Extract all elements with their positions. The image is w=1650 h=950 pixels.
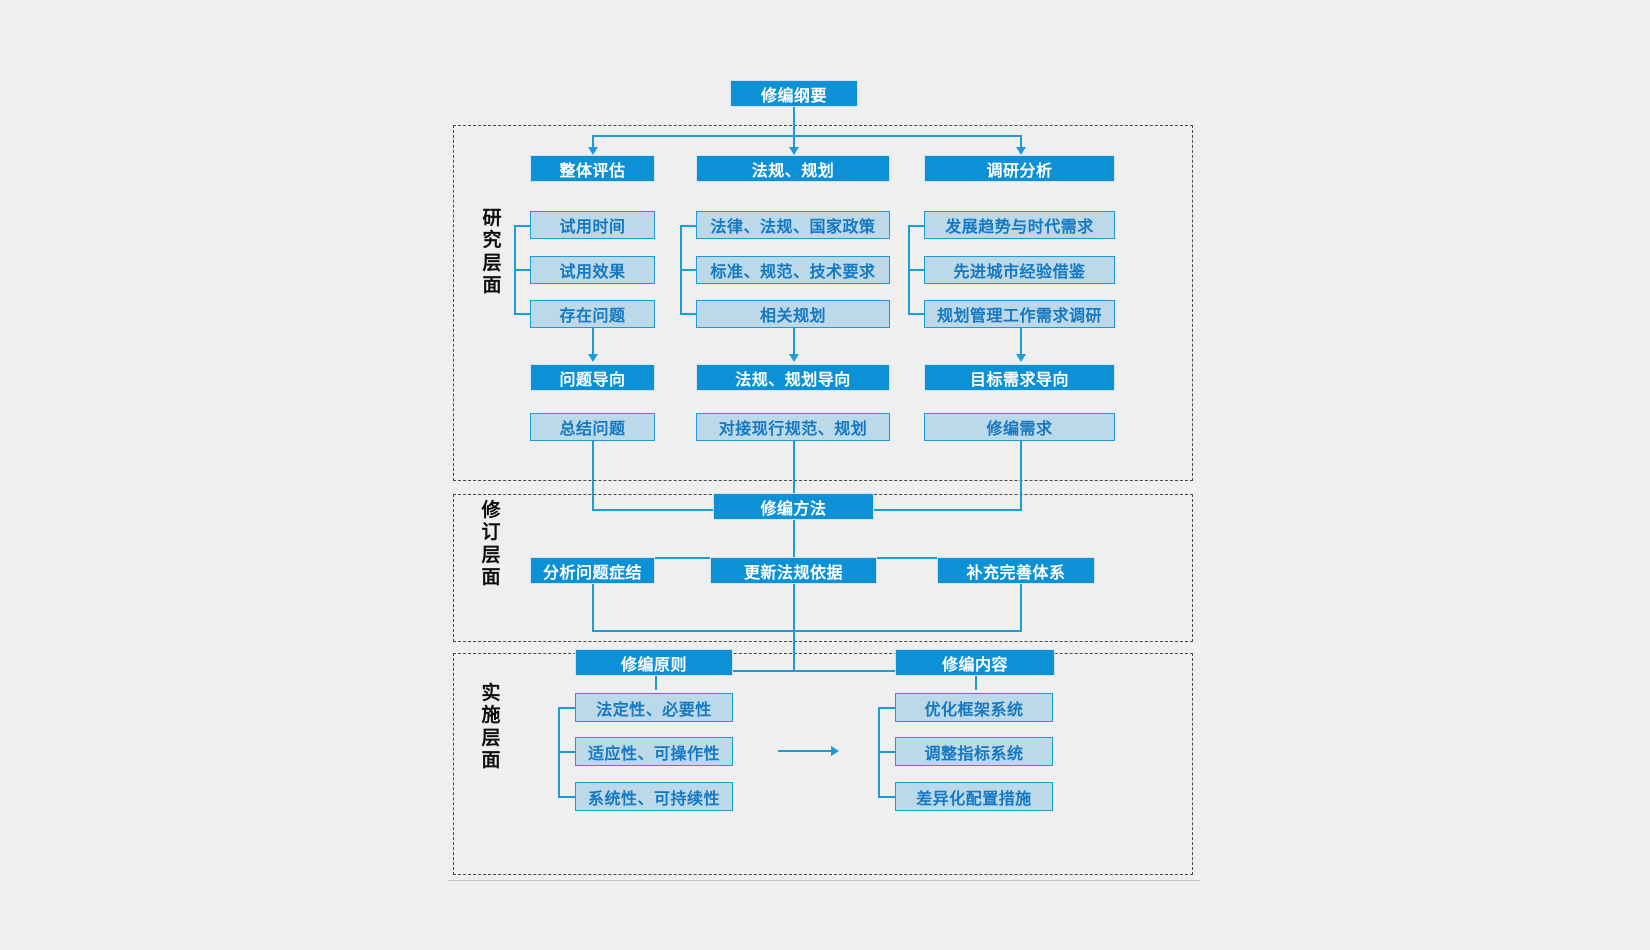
node-revision-item-1[interactable]: 更新法规依据 bbox=[710, 557, 877, 584]
arrowhead-col1 bbox=[588, 147, 598, 155]
node-research-col2-head[interactable]: 法规、规划 bbox=[696, 155, 890, 182]
bracket-impl-group1-stub-1 bbox=[878, 751, 896, 753]
layer-label-research-char-2: 层 bbox=[482, 252, 502, 274]
node-revision-item-2[interactable]: 补充完善体系 bbox=[937, 557, 1095, 584]
layer-label-research-char-0: 研 bbox=[482, 208, 502, 229]
layer-label-revision: 修 订 层 面 bbox=[480, 500, 502, 590]
layer-label-implementation-char-2: 层 bbox=[481, 727, 501, 749]
connector-rev-merge-bus bbox=[592, 630, 1022, 632]
connector-revision-stem bbox=[793, 520, 795, 557]
node-impl-group1-head[interactable]: 修编内容 bbox=[895, 649, 1055, 676]
bracket-col2-stub-2 bbox=[680, 313, 697, 315]
node-research-col3-item-2[interactable]: 规划管理工作需求调研 bbox=[924, 300, 1115, 328]
layer-label-revision-char-1: 订 bbox=[481, 522, 501, 544]
connector-impl-bus bbox=[655, 670, 977, 672]
bracket-col3-stub-0 bbox=[908, 225, 925, 227]
connector-col3-to-orientation bbox=[1020, 328, 1022, 356]
connector-impl-between-groups bbox=[778, 750, 833, 752]
connector-rev2-down bbox=[1020, 584, 1022, 632]
node-revision-head[interactable]: 修编方法 bbox=[713, 493, 874, 520]
node-research-col1-item-1[interactable]: 试用效果 bbox=[530, 256, 655, 284]
node-impl-group1-item-2[interactable]: 差异化配置措施 bbox=[895, 782, 1053, 811]
node-research-col1-orientation[interactable]: 问题导向 bbox=[530, 364, 655, 391]
connector-result1-down bbox=[592, 441, 594, 490]
arrowhead-impl-between-groups bbox=[831, 746, 839, 756]
connector-drop-col3 bbox=[1020, 135, 1022, 149]
bracket-impl-group0-stub-1 bbox=[558, 751, 576, 753]
layer-label-research-char-1: 究 bbox=[482, 230, 502, 252]
connector-title-stem bbox=[793, 107, 795, 135]
layer-container-implementation bbox=[453, 653, 1193, 875]
node-research-col1-item-2[interactable]: 存在问题 bbox=[530, 300, 655, 328]
node-research-col2-orientation[interactable]: 法规、规划导向 bbox=[696, 364, 890, 391]
layer-label-revision-char-0: 修 bbox=[481, 500, 501, 521]
connector-result1-merge bbox=[592, 490, 594, 511]
bottom-rule bbox=[448, 880, 1200, 881]
node-research-col2-result[interactable]: 对接现行规范、规划 bbox=[696, 413, 890, 441]
arrowhead-col3-orientation bbox=[1016, 354, 1026, 362]
layer-label-research-char-3: 面 bbox=[482, 275, 502, 297]
connector-title-bus bbox=[592, 135, 1021, 137]
connector-rev0-down bbox=[592, 584, 594, 632]
layer-label-research: 研 究 层 面 bbox=[481, 208, 503, 298]
node-research-col1-head[interactable]: 整体评估 bbox=[530, 155, 655, 182]
node-impl-group1-item-1[interactable]: 调整指标系统 bbox=[895, 737, 1053, 766]
layer-label-revision-char-2: 层 bbox=[481, 544, 501, 566]
node-research-col3-orientation[interactable]: 目标需求导向 bbox=[924, 364, 1115, 391]
node-research-col1-result[interactable]: 总结问题 bbox=[530, 413, 655, 441]
node-research-col2-item-1[interactable]: 标准、规范、技术要求 bbox=[696, 256, 890, 284]
layer-label-revision-char-3: 面 bbox=[481, 567, 501, 589]
connector-drop-col1 bbox=[592, 135, 594, 149]
bracket-col1-stub-2 bbox=[514, 313, 531, 315]
bracket-col3-stub-2 bbox=[908, 313, 925, 315]
node-impl-group0-head[interactable]: 修编原则 bbox=[575, 649, 733, 676]
bracket-col3-stub-1 bbox=[908, 269, 925, 271]
arrowhead-col1-orientation bbox=[588, 354, 598, 362]
connector-result2-down bbox=[793, 441, 795, 493]
layer-label-implementation-char-0: 实 bbox=[481, 683, 501, 704]
bracket-impl-group1-stub-0 bbox=[878, 707, 896, 709]
node-title-outline[interactable]: 修编纲要 bbox=[730, 80, 858, 107]
arrowhead-col2-orientation bbox=[789, 354, 799, 362]
connector-col1-to-orientation bbox=[592, 328, 594, 356]
arrowhead-col2 bbox=[789, 147, 799, 155]
node-research-col2-item-0[interactable]: 法律、法规、国家政策 bbox=[696, 211, 890, 239]
bracket-col2-stub-1 bbox=[680, 269, 697, 271]
node-research-col3-item-0[interactable]: 发展趋势与时代需求 bbox=[924, 211, 1115, 239]
connector-result3-merge bbox=[1020, 490, 1022, 511]
node-impl-group0-item-1[interactable]: 适应性、可操作性 bbox=[575, 737, 733, 766]
connector-result3-down bbox=[1020, 441, 1022, 490]
connector-drop-col2 bbox=[793, 135, 795, 149]
bracket-col1-stub-0 bbox=[514, 225, 531, 227]
connector-impl-drop-right bbox=[975, 670, 977, 690]
node-impl-group0-item-2[interactable]: 系统性、可持续性 bbox=[575, 782, 733, 811]
connector-rev1-down bbox=[793, 584, 795, 631]
layer-label-implementation-char-1: 施 bbox=[481, 705, 501, 727]
bracket-impl-group1-stub-2 bbox=[878, 796, 896, 798]
node-research-col3-head[interactable]: 调研分析 bbox=[924, 155, 1115, 182]
node-impl-group0-item-0[interactable]: 法定性、必要性 bbox=[575, 693, 733, 722]
connector-col2-to-orientation bbox=[793, 328, 795, 356]
connector-impl-stem bbox=[793, 630, 795, 672]
bracket-col2-stub-0 bbox=[680, 225, 697, 227]
bracket-impl-group0-stub-2 bbox=[558, 796, 576, 798]
node-research-col3-item-1[interactable]: 先进城市经验借鉴 bbox=[924, 256, 1115, 284]
bracket-col1-stub-1 bbox=[514, 269, 531, 271]
node-research-col2-item-2[interactable]: 相关规划 bbox=[696, 300, 890, 328]
layer-label-implementation: 实 施 层 面 bbox=[480, 683, 502, 773]
layer-label-implementation-char-3: 面 bbox=[481, 750, 501, 772]
bracket-impl-group0-stub-0 bbox=[558, 707, 576, 709]
node-research-col3-result[interactable]: 修编需求 bbox=[924, 413, 1115, 441]
node-research-col1-item-0[interactable]: 试用时间 bbox=[530, 211, 655, 239]
node-impl-group1-item-0[interactable]: 优化框架系统 bbox=[895, 693, 1053, 722]
layer-container-research bbox=[453, 125, 1193, 481]
connector-impl-drop-left bbox=[655, 670, 657, 690]
arrowhead-col3 bbox=[1016, 147, 1026, 155]
node-revision-item-0[interactable]: 分析问题症结 bbox=[530, 557, 655, 584]
